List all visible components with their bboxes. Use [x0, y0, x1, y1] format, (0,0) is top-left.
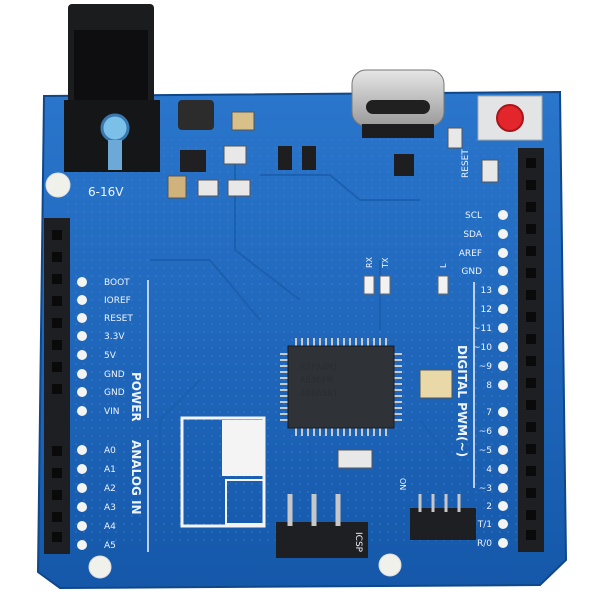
silkscreen-label-box: [180, 416, 266, 528]
pin-label: GND: [461, 267, 482, 277]
pin-label: BOOT: [104, 278, 130, 288]
reset-button[interactable]: [477, 95, 543, 141]
voltage-regulator-components: [167, 100, 499, 199]
mcu-marking-line-2: AB3CFM: [300, 376, 333, 386]
pin-label: 12: [481, 305, 492, 315]
mcu-marking-line-3: 406A301: [300, 389, 338, 399]
pin-label: GND: [104, 370, 125, 380]
pin-label: 2: [486, 502, 492, 512]
pin-label: A4: [104, 522, 116, 532]
pin-label: ~6: [479, 427, 493, 437]
pin-label: 3.3V: [104, 332, 125, 342]
mount-hole: [88, 555, 112, 579]
on-led-label: ON: [398, 478, 407, 490]
analog-header-title: ANALOG IN: [129, 440, 143, 515]
icsp-label: ICSP: [353, 532, 363, 553]
reset-label: RESET: [461, 149, 471, 178]
mount-hole: [378, 553, 402, 577]
pin-label: ~5: [479, 446, 492, 456]
right-header: [518, 148, 544, 552]
usb-c-connector[interactable]: [351, 69, 445, 138]
left-header: [44, 218, 70, 554]
rx-label: RX: [365, 256, 374, 268]
pin-label: IOREF: [104, 296, 131, 306]
pin-label: 4: [486, 465, 492, 475]
pin-label: R/0: [477, 539, 492, 549]
microcontroller-chip: R7FA4M1 AB3CFM 406A301: [280, 338, 402, 436]
right-pin-pads: [498, 210, 508, 548]
crystal-oscillator: [419, 369, 453, 399]
tx-label: TX: [381, 257, 390, 269]
digital-pin-labels: 13 12 ~11 ~10 ~9 8 7 ~6 ~5 4 ~3 2 T/1 R/…: [473, 286, 492, 549]
digital-top-labels: SCL SDA AREF GND: [459, 211, 483, 277]
dc-power-jack: [64, 4, 160, 172]
pin-label: A0: [104, 446, 116, 456]
mount-hole: [45, 172, 71, 198]
pin-label: A2: [104, 484, 116, 494]
pin-label: 7: [486, 408, 492, 418]
power-jack-voltage-label: 6-16V: [88, 185, 124, 199]
pin-label: VIN: [104, 407, 120, 417]
power-pin-labels: BOOT IOREF RESET 3.3V 5V GND GND VIN: [104, 278, 133, 417]
pin-label: ~9: [479, 362, 493, 372]
mcu-marking-line-1: R7FA4M1: [300, 363, 338, 373]
rx-led: [363, 275, 375, 295]
analog-pin-labels: A0 A1 A2 A3 A4 A5: [104, 446, 116, 551]
pin-label: 8: [486, 381, 492, 391]
digital-header-title: DIGITAL PWM(~): [455, 345, 469, 457]
pin-label: A3: [104, 503, 116, 513]
pin-label: RESET: [104, 314, 133, 324]
l-led: [437, 275, 449, 295]
passive-component: [337, 449, 373, 469]
pin-label: A5: [104, 541, 116, 551]
pin-label: T/1: [477, 520, 492, 530]
pin-label: GND: [104, 388, 125, 398]
l-label: L: [439, 263, 448, 268]
pin-label: 5V: [104, 351, 117, 361]
pin-label: A1: [104, 465, 116, 475]
power-header-title: POWER: [129, 372, 143, 422]
pin-label: SDA: [463, 230, 482, 240]
left-pin-pads: [77, 277, 87, 550]
secondary-pin-header: [410, 494, 476, 540]
pin-label: ~3: [479, 484, 492, 494]
pin-label: ~10: [473, 343, 492, 353]
pin-label: SCL: [465, 211, 482, 221]
pin-label: AREF: [459, 249, 482, 259]
tx-led: [379, 275, 391, 295]
pin-label: ~11: [473, 324, 492, 334]
icsp-header: [276, 494, 368, 558]
pin-label: 13: [481, 286, 492, 296]
